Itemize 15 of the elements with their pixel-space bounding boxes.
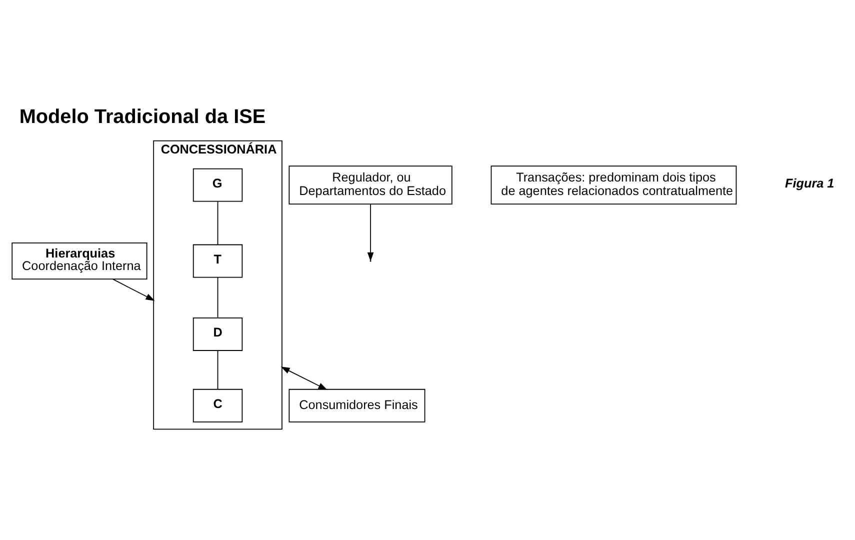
arrow (280, 366, 328, 390)
node-box: T (192, 244, 243, 278)
connector (217, 276, 218, 318)
node-box: G (192, 168, 243, 202)
node-box: Consumidores Finais (288, 388, 426, 422)
connector (217, 200, 218, 245)
diagram-title: Modelo Tradicional da ISE (19, 106, 266, 128)
arrow (112, 278, 155, 300)
node-box: Regulador, ou Departamentos do Estado (288, 165, 452, 204)
label: Figura 1 (785, 176, 834, 190)
node-box: D (192, 317, 243, 350)
node-box: C (192, 388, 243, 422)
connector (217, 350, 218, 390)
node-box: Transações: predominam dois tipos de agentes relacionados contratualmente (490, 165, 737, 204)
node-box: Hierarquias Coordenação Interna (12, 242, 148, 280)
